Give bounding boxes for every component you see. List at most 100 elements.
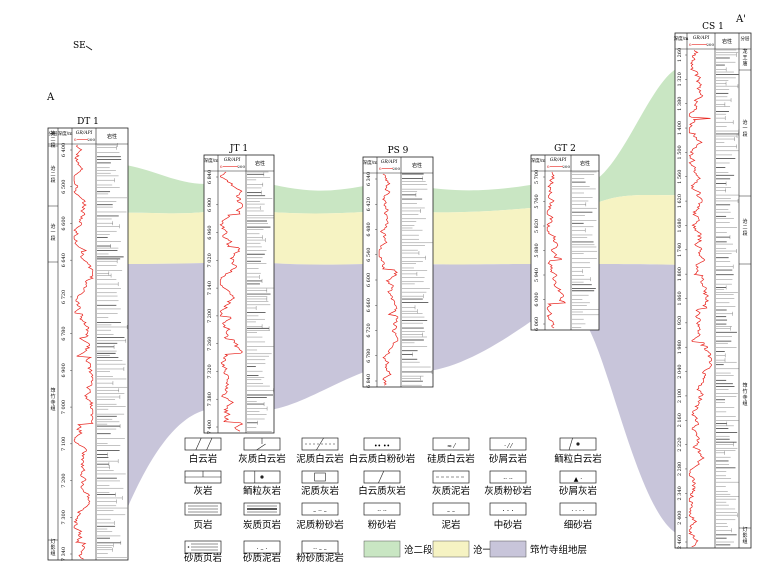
depth-tick-label: 7 100 <box>61 437 67 451</box>
legend-item-silty-mudstone: ·· – –粉砂质泥岩 <box>296 540 344 564</box>
well-frame <box>674 32 752 549</box>
depth-tick-label: 1 380 <box>677 97 683 111</box>
depth-tick-label: 1 400 <box>677 121 683 135</box>
depth-tick-label: 6 480 <box>366 222 372 236</box>
depth-tick-label: 6 780 <box>61 326 67 340</box>
gr-header: GR/API <box>224 157 241 163</box>
legend-label: 细砂岩 <box>564 519 593 531</box>
legend-label: 灰岩 <box>193 485 212 497</box>
svg-text:•• ••: •• •• <box>374 443 390 450</box>
legend-item-oolitic-dolomite: 鲕粒白云岩 <box>554 437 602 465</box>
depth-header: 深度/m <box>204 157 220 164</box>
gr-scale-min: 0 <box>74 137 77 142</box>
depth-tick-label: 7 320 <box>207 364 213 378</box>
depth-tick-label: 1 920 <box>677 316 683 330</box>
zone-name-char: 第 <box>50 130 55 137</box>
depth-tick-label: 1 800 <box>677 267 683 281</box>
legend-item-sandy-shale: 砂质页岩 <box>184 540 222 564</box>
legend-label: 灰质粉砂岩 <box>484 485 532 497</box>
gr-scale-max: 200 <box>706 42 714 47</box>
zone-name-char: 影 <box>50 544 55 551</box>
depth-tick-label: 6 660 <box>366 298 372 312</box>
depth-tick-label: 6 840 <box>207 170 213 184</box>
legend-item-dolomitic-limestone: 白云质灰岩 <box>358 470 406 497</box>
depth-tick-label: 6 780 <box>366 349 372 363</box>
depth-tick-label: 6 600 <box>61 216 67 230</box>
zone-name-char: 二 <box>50 137 55 143</box>
legend-symbol <box>363 502 401 516</box>
zone-name-char: 段 <box>742 131 747 138</box>
lithology-column <box>97 143 128 558</box>
gr-curve <box>219 171 244 432</box>
depth-header: 深度/m <box>363 159 379 166</box>
legend-symbol <box>559 502 597 516</box>
well-name: DT 1 <box>77 117 99 127</box>
legend-item-sandy-mudstone: · – ·砂质泥岩 <box>243 540 281 564</box>
depth-tick-label: 6 400 <box>61 143 67 157</box>
depth-tick-label: 6 720 <box>366 323 372 337</box>
legend-swatch <box>432 540 470 558</box>
depth-tick-label: 1 260 <box>677 48 683 62</box>
depth-header: 深度/m <box>531 157 547 164</box>
gr-curve <box>73 144 94 560</box>
svg-text:·· – –: ·· – – <box>313 546 327 553</box>
legend-item-lime-dolomite: 灰质白云岩 <box>238 437 286 465</box>
svg-text:– ·· –: – ·· – <box>313 508 327 515</box>
depth-tick-label: 7 140 <box>207 281 213 295</box>
well-frame <box>362 156 434 388</box>
legend-label: 白云质灰岩 <box>358 485 406 497</box>
zone-name-char: 组 <box>742 400 747 407</box>
legend-item-oolitic-limestone: 鲕粒灰岩 <box>243 470 281 497</box>
zone-name-char: 一 <box>742 126 747 132</box>
legend-item-siltstone: ·· ··粉砂岩 <box>363 502 401 531</box>
depth-tick-label: 6 500 <box>61 180 67 194</box>
lith-header: 岩性 <box>412 162 422 169</box>
legend-label: 砂屑云岩 <box>489 453 527 465</box>
legend-label: 炭质页岩 <box>243 519 281 531</box>
depth-tick-label: 1 860 <box>677 291 683 305</box>
legend-item-muddy-limestone: 泥质灰岩 <box>301 470 339 497</box>
depth-tick-label: 1 680 <box>677 218 683 232</box>
depth-tick-label: 2 280 <box>677 462 683 476</box>
gr-scale-min: 0 <box>220 164 223 169</box>
legend-item-mudstone: – –泥岩 <box>432 502 470 531</box>
legend-label: 砂质页岩 <box>184 552 222 564</box>
depth-tick-label: 6 000 <box>534 292 540 306</box>
depth-tick-label: 6 540 <box>366 248 372 262</box>
legend-label: 筇竹寺组地层 <box>530 544 587 556</box>
depth-tick-label: 6 340 <box>366 172 372 186</box>
depth-tick-label: 6 840 <box>366 374 372 388</box>
gr-scale-min: 0 <box>379 166 382 171</box>
legend-item-limestone: 灰岩 <box>184 470 222 497</box>
legend-swatch <box>363 540 401 558</box>
depth-tick-label: 7 260 <box>207 337 213 351</box>
svg-text:▲ ·: ▲ · <box>574 476 583 483</box>
zone-name-char: 影 <box>742 532 747 539</box>
legend-label: 灰质白云岩 <box>238 453 286 465</box>
depth-tick-label: 1 620 <box>677 194 683 208</box>
gr-curve <box>688 49 712 548</box>
legend-label: 泥质白云岩 <box>296 453 344 465</box>
depth-tick-label: 6 640 <box>61 253 67 267</box>
depth-tick-label: 1 740 <box>677 243 683 257</box>
gr-scale-max: 200 <box>562 164 570 169</box>
gr-scale-min: 0 <box>689 42 692 47</box>
legend-label: 白云质白粉砂岩 <box>349 453 416 465</box>
depth-tick-label: 1 500 <box>677 145 683 159</box>
svg-text:·· ··: ·· ·· <box>503 476 513 483</box>
zone-name-char: 段 <box>50 235 55 242</box>
depth-tick-label: 5 700 <box>534 170 540 184</box>
legend-item-muddy-siltstone: – ·· –泥质粉砂岩 <box>296 502 344 531</box>
gr-curve <box>546 171 567 329</box>
gr-scale-max: 200 <box>87 137 95 142</box>
legend-symbol <box>432 502 470 516</box>
legend-symbol <box>489 437 527 451</box>
zone-name-char: 庙 <box>742 60 747 67</box>
lith-header: 岩性 <box>722 38 732 45</box>
legend-label: 砂屑灰岩 <box>559 485 597 497</box>
